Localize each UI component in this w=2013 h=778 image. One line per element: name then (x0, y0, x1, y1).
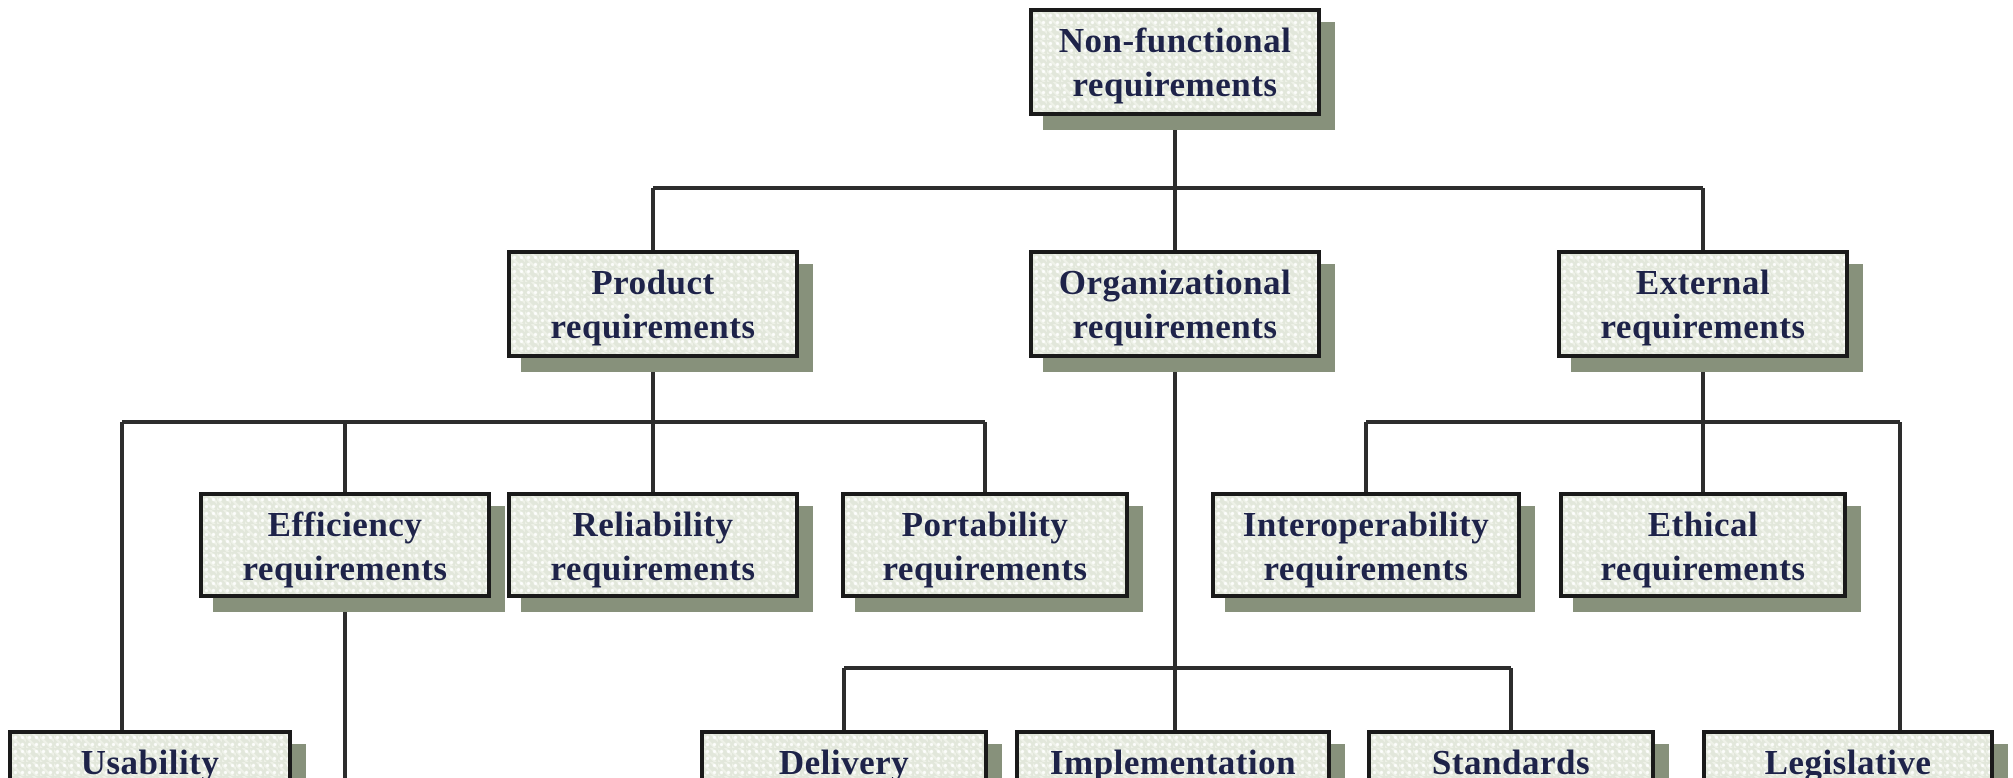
node-ethical-requirements: Ethical requirements (1559, 492, 1847, 598)
node-label-line2: requirements (550, 549, 756, 588)
node-label-line2: requirements (1600, 307, 1806, 346)
node-interoperability-requirements: Interoperability requirements (1211, 492, 1521, 598)
node-label-line1: Delivery (778, 743, 910, 778)
node-label-line1: Standards (1431, 743, 1591, 778)
node-label-line1: Efficiency (267, 505, 423, 544)
node-delivery: Delivery (700, 730, 988, 778)
node-portability-requirements: Portability requirements (841, 492, 1129, 598)
node-implementation: Implementation (1015, 730, 1331, 778)
node-standards: Standards (1367, 730, 1655, 778)
node-label-line2: requirements (242, 549, 448, 588)
node-label-line1: Ethical (1647, 505, 1759, 544)
node-product-requirements: Product requirements (507, 250, 799, 358)
node-label-line1: Portability (901, 505, 1069, 544)
node-label-line1: Interoperability (1242, 505, 1490, 544)
node-label-line1: Implementation (1049, 743, 1297, 778)
node-label-line2: requirements (882, 549, 1088, 588)
node-label-line2: requirements (550, 307, 756, 346)
node-label-line1: Organizational (1058, 263, 1292, 302)
node-external-requirements: External requirements (1557, 250, 1849, 358)
node-legislative: Legislative (1702, 730, 1994, 778)
node-label-line1: Reliability (572, 505, 734, 544)
node-organizational-requirements: Organizational requirements (1029, 250, 1321, 358)
node-label-line1: Usability (80, 743, 220, 778)
node-label-line1: External (1635, 263, 1771, 302)
node-usability: Usability (8, 730, 292, 778)
node-label-line2: requirements (1072, 307, 1278, 346)
node-efficiency-requirements: Efficiency requirements (199, 492, 491, 598)
node-label-line2: requirements (1263, 549, 1469, 588)
node-label-line2: requirements (1072, 65, 1278, 104)
node-label-line2: requirements (1600, 549, 1806, 588)
node-reliability-requirements: Reliability requirements (507, 492, 799, 598)
node-non-functional-requirements: Non-functional requirements (1029, 8, 1321, 116)
node-label-line1: Non-functional (1058, 21, 1292, 60)
node-label-line1: Product (591, 263, 715, 302)
node-label-line1: Legislative (1764, 743, 1932, 778)
